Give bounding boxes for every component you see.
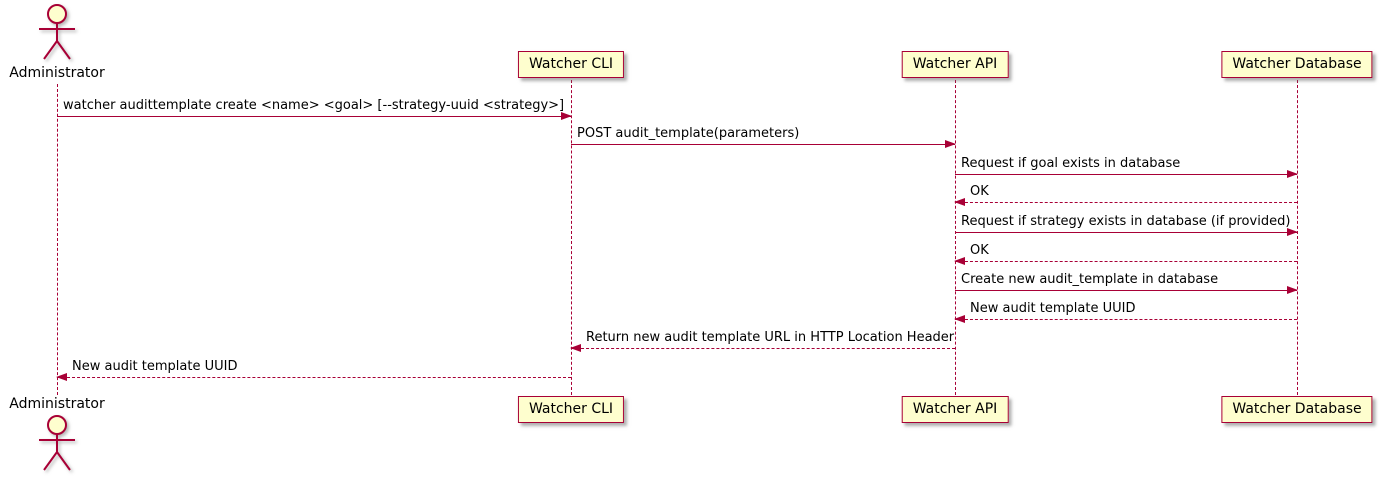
arrowhead-left-icon xyxy=(570,344,581,352)
message-1: watcher audittemplate create <name> <goa… xyxy=(57,98,572,120)
message-3: Request if goal exists in database xyxy=(955,156,1298,178)
message-arrow xyxy=(954,198,1297,206)
arrowhead-right-icon xyxy=(1287,286,1298,294)
participant-watcher-api-top: Watcher API xyxy=(901,51,1009,78)
message-label: OK xyxy=(970,243,989,258)
lifeline-administrator xyxy=(57,84,58,395)
arrowhead-right-icon xyxy=(561,112,572,120)
arrowhead-right-icon xyxy=(1287,170,1298,178)
actor-label-top: Administrator xyxy=(9,65,105,81)
message-arrow xyxy=(954,257,1297,265)
message-label: Request if goal exists in database xyxy=(961,156,1181,171)
arrowhead-left-icon xyxy=(954,257,965,265)
participant-watcher-cli-bottom: Watcher CLI xyxy=(517,396,625,423)
arrowhead-left-icon xyxy=(954,315,965,323)
actor-icon xyxy=(36,414,78,474)
message-arrow xyxy=(57,112,572,120)
message-arrow xyxy=(571,140,956,148)
participant-watcher-cli-top: Watcher CLI xyxy=(517,51,625,78)
lifeline-watcher-api xyxy=(955,80,956,395)
message-5: Request if strategy exists in database (… xyxy=(955,214,1298,236)
arrowhead-right-icon xyxy=(1287,228,1298,236)
actor-icon xyxy=(36,3,78,63)
arrowhead-left-icon xyxy=(954,198,965,206)
message-label: OK xyxy=(970,184,989,199)
message-arrow xyxy=(955,170,1298,178)
message-arrow xyxy=(570,344,955,352)
message-arrow xyxy=(56,373,571,381)
message-4: OK xyxy=(954,184,1297,206)
message-8: New audit template UUID xyxy=(954,301,1297,323)
message-arrow xyxy=(954,315,1297,323)
lifeline-watcher-cli xyxy=(571,80,572,395)
message-7: Create new audit_template in database xyxy=(955,272,1298,294)
message-6: OK xyxy=(954,243,1297,265)
arrowhead-right-icon xyxy=(945,140,956,148)
message-label: New audit template UUID xyxy=(72,359,238,374)
actor-label-bottom: Administrator xyxy=(9,396,105,412)
participant-watcher-database-bottom: Watcher Database xyxy=(1221,396,1373,423)
lifeline-watcher-database xyxy=(1297,80,1298,395)
message-10: New audit template UUID xyxy=(56,359,571,381)
message-2: POST audit_template(parameters) xyxy=(571,126,956,148)
message-9: Return new audit template URL in HTTP Lo… xyxy=(570,330,955,352)
message-arrow xyxy=(955,286,1298,294)
arrowhead-left-icon xyxy=(56,373,67,381)
message-label: watcher audittemplate create <name> <goa… xyxy=(63,98,565,113)
message-label: Request if strategy exists in database (… xyxy=(961,214,1291,229)
message-label: Return new audit template URL in HTTP Lo… xyxy=(586,330,955,345)
participant-watcher-api-bottom: Watcher API xyxy=(901,396,1009,423)
message-arrow xyxy=(955,228,1298,236)
participant-watcher-database-top: Watcher Database xyxy=(1221,51,1373,78)
message-label: Create new audit_template in database xyxy=(961,272,1219,287)
message-label: New audit template UUID xyxy=(970,301,1136,316)
message-label: POST audit_template(parameters) xyxy=(577,126,800,141)
